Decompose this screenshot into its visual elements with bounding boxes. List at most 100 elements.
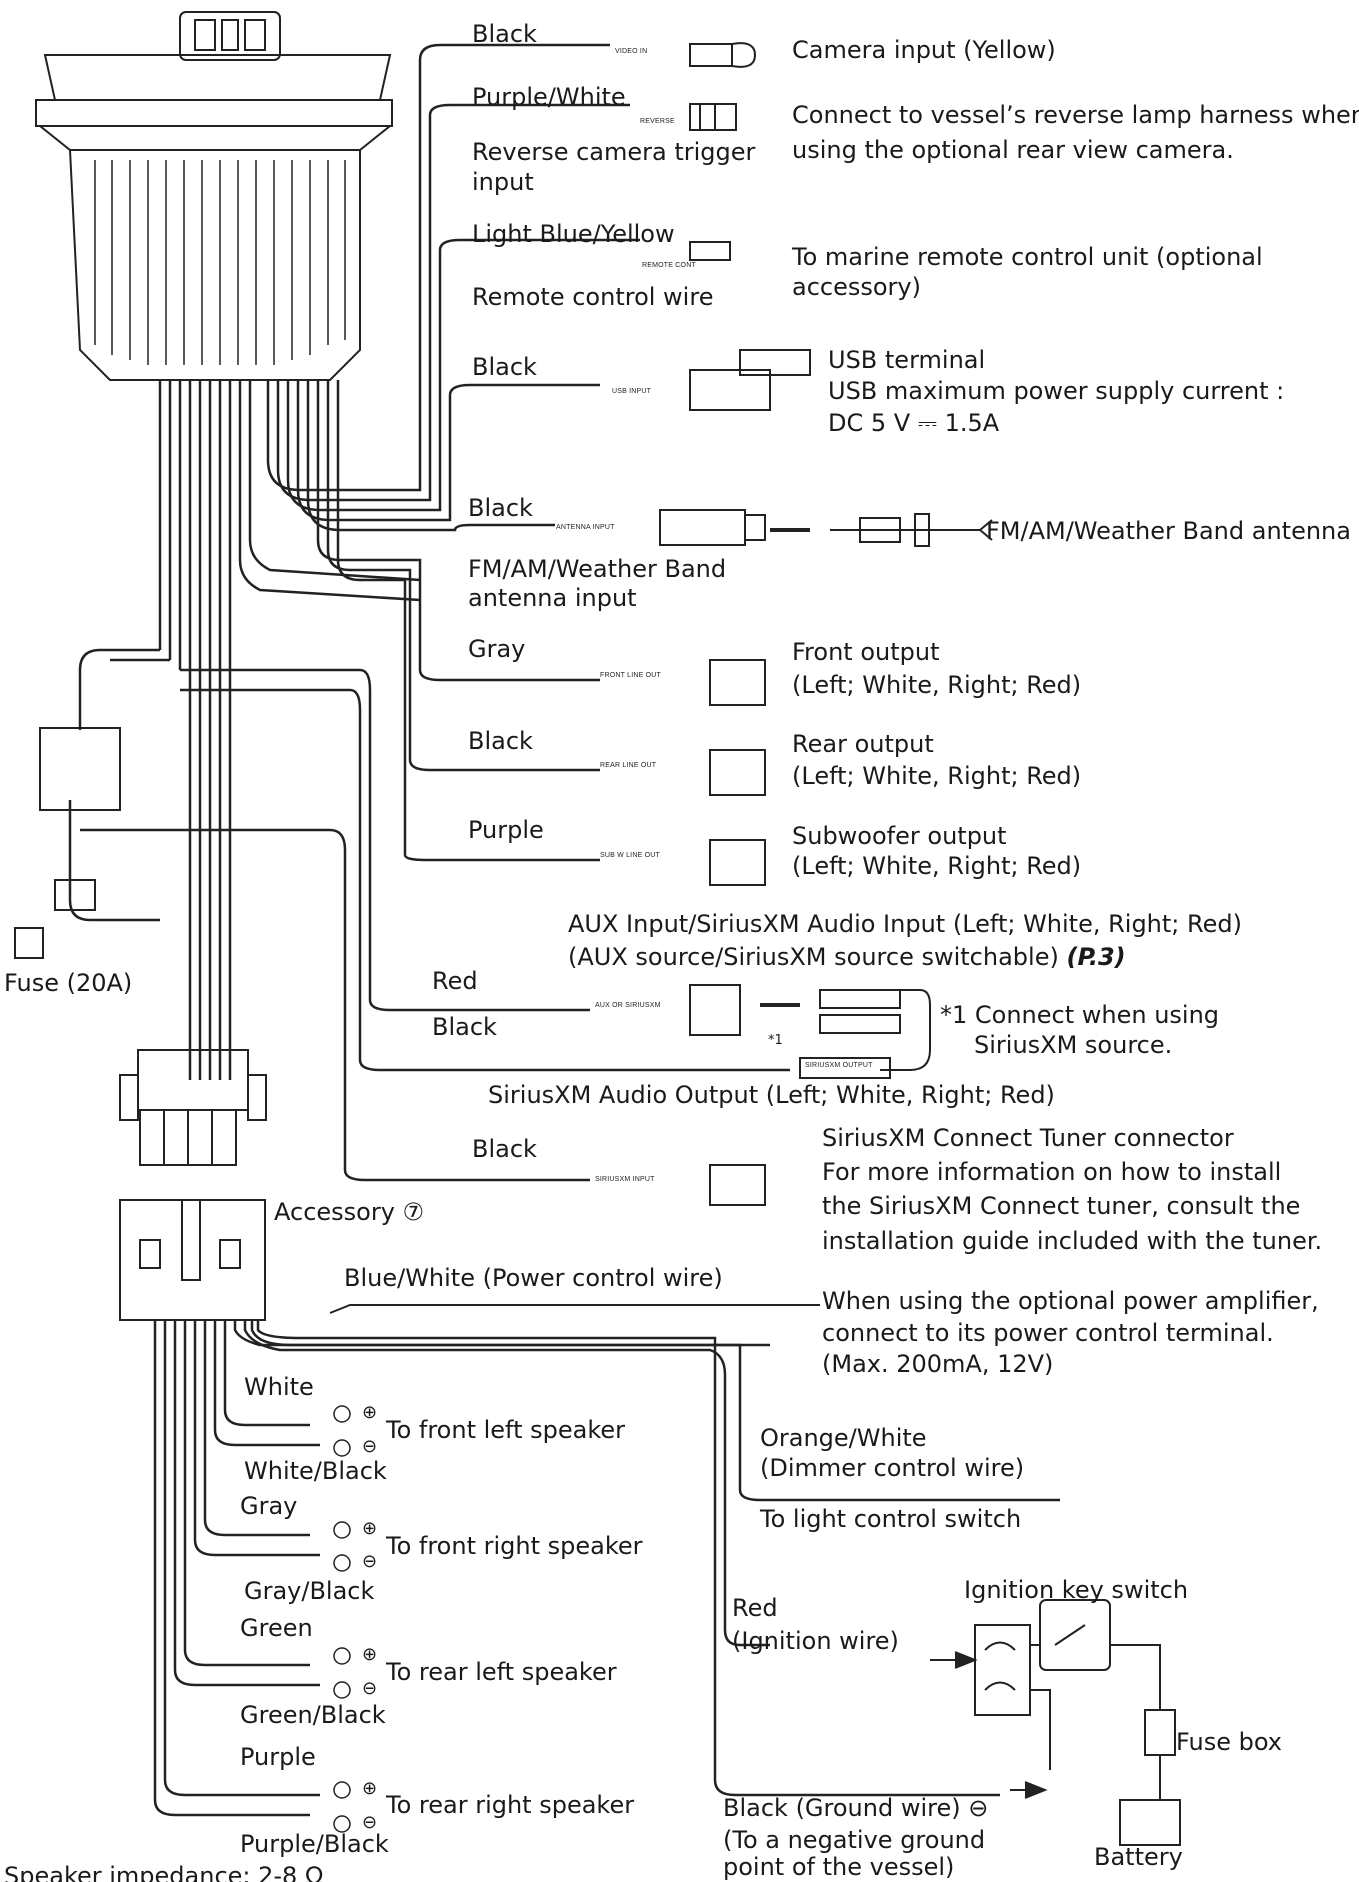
tag-remote-cont: REMOTE CONT	[642, 262, 696, 269]
label-fuse-20a: Fuse (20A)	[4, 969, 133, 997]
desc-usb-2: USB maximum power supply current :	[828, 377, 1285, 405]
desc-sxm-audio-out: SiriusXM Audio Output (Left; White, Righ…	[488, 1081, 1055, 1109]
label-accessory: Accessory ⑦	[274, 1198, 425, 1226]
desc-usb-1: USB terminal	[828, 346, 986, 374]
minus-icon: ⊖	[968, 1794, 989, 1822]
desc-amp-2: connect to its power control terminal.	[822, 1319, 1274, 1347]
desc-rear-2: (Left; White, Right; Red)	[792, 762, 1082, 790]
label-dimmer: (Dimmer control wire)	[760, 1454, 1025, 1482]
tag-antenna-input: ANTENNA INPUT	[556, 524, 615, 531]
minus-icon: ⊖	[362, 1678, 378, 1699]
side-module	[39, 727, 121, 811]
tag-usb-input: USB INPUT	[612, 388, 652, 395]
desc-tuner-2: For more information on how to install	[822, 1158, 1282, 1186]
plus-icon: ⊕	[362, 1402, 378, 1423]
desc-tuner-3: the SiriusXM Connect tuner, consult the	[822, 1192, 1301, 1220]
wire-bundle	[68, 43, 790, 1182]
desc-usb-3: DC 5 V ⎓ 1.5A	[828, 409, 1000, 437]
label-light-blue-yellow: Light Blue/Yellow	[472, 220, 675, 248]
sxm-note-1: *1 Connect when using	[940, 1001, 1220, 1029]
fuse-holder	[14, 927, 44, 959]
desc-rear-1: Rear output	[792, 730, 934, 758]
label-white-black: White/Black	[244, 1457, 387, 1485]
antenna-plug	[830, 513, 993, 547]
head-unit	[35, 11, 393, 381]
desc-amp-1: When using the optional power amplifier,	[822, 1287, 1319, 1315]
desc-aux-2: (AUX source/SiriusXM source switchable) …	[568, 943, 1126, 972]
note-star: *1	[768, 1033, 783, 1048]
label-light-switch: To light control switch	[760, 1505, 1022, 1533]
desc-sub-2: (Left; White, Right; Red)	[792, 852, 1082, 880]
speaker-front-right: To front right speaker	[386, 1532, 643, 1560]
main-connector	[119, 1049, 267, 1166]
desc-camera: Camera input (Yellow)	[792, 36, 1056, 64]
label-gray: Gray	[468, 635, 526, 663]
label-remote-wire: Remote control wire	[472, 283, 714, 311]
plus-icon: ⊕	[362, 1644, 378, 1665]
minus-icon: ⊖	[362, 1436, 378, 1457]
label-ground-1: Black (Ground wire) ⊖	[723, 1794, 988, 1823]
minus-icon: ⊖	[362, 1812, 378, 1833]
tag-rear-line-out: REAR LINE OUT	[600, 762, 657, 769]
connectors	[659, 42, 811, 1206]
label-speaker-impedance: Speaker impedance: 2-8 Ω	[4, 1862, 324, 1882]
label-battery: Battery	[1094, 1843, 1183, 1871]
tag-video-in: VIDEO IN	[615, 48, 648, 55]
desc-tuner-4: installation guide included with the tun…	[822, 1227, 1323, 1255]
tag-aux-or-siriusxm: AUX OR SIRIUSXM	[595, 1002, 661, 1009]
label-reverse-trigger-2: input	[472, 168, 534, 196]
speaker-rear-left: To rear left speaker	[386, 1658, 617, 1686]
label-gray-spk: Gray	[240, 1492, 298, 1520]
label-antenna-input-2: antenna input	[468, 584, 637, 612]
label-green: Green	[240, 1614, 313, 1642]
speaker-front-left: To front left speaker	[386, 1416, 626, 1444]
desc-amp-3: (Max. 200mA, 12V)	[822, 1350, 1054, 1378]
label-black-video: Black	[472, 20, 537, 48]
desc-front-1: Front output	[792, 638, 940, 666]
power-circuit	[930, 1599, 1181, 1846]
label-black-usb: Black	[472, 353, 537, 381]
desc-sub-1: Subwoofer output	[792, 822, 1007, 850]
label-purple-spk: Purple	[240, 1743, 316, 1771]
plus-icon: ⊕	[362, 1518, 378, 1539]
desc-aux-2-text: (AUX source/SiriusXM source switchable)	[568, 943, 1059, 971]
desc-tuner-1: SiriusXM Connect Tuner connector	[822, 1124, 1234, 1152]
label-blue-white: Blue/White (Power control wire)	[344, 1264, 723, 1292]
plus-icon: ⊕	[362, 1778, 378, 1799]
desc-remote-1: To marine remote control unit (optional	[792, 243, 1263, 271]
speaker-rear-right: To rear right speaker	[386, 1791, 635, 1819]
page-ref: (P.3)	[1066, 943, 1126, 971]
label-ignition-wire: (Ignition wire)	[732, 1627, 899, 1655]
label-ground-2: (To a negative ground	[723, 1826, 986, 1854]
label-black-antenna: Black	[468, 494, 533, 522]
label-white: White	[244, 1373, 314, 1401]
tag-reverse: REVERSE	[640, 118, 675, 125]
label-ground-1-text: Black (Ground wire)	[723, 1794, 961, 1822]
tag-siriusxm-input: SIRIUSXM INPUT	[595, 1176, 655, 1183]
desc-reverse-1: Connect to vessel’s reverse lamp harness…	[792, 101, 1359, 129]
label-purple: Purple	[468, 816, 544, 844]
desc-remote-2: accessory)	[792, 273, 921, 301]
speaker-terminals	[333, 1405, 351, 1833]
desc-front-2: (Left; White, Right; Red)	[792, 671, 1082, 699]
sxm-note-2: SiriusXM source.	[974, 1031, 1173, 1059]
desc-reverse-2: using the optional rear view camera.	[792, 136, 1234, 164]
label-red-ignition: Red	[732, 1594, 778, 1622]
label-purple-black: Purple/Black	[240, 1830, 389, 1858]
label-purple-white: Purple/White	[472, 83, 626, 111]
desc-aux-1: AUX Input/SiriusXM Audio Input (Left; Wh…	[568, 910, 1242, 938]
label-fuse-box: Fuse box	[1176, 1728, 1282, 1756]
accessory-connector	[119, 1199, 266, 1321]
label-ground-3: point of the vessel)	[723, 1853, 955, 1881]
label-antenna-input-1: FM/AM/Weather Band	[468, 555, 727, 583]
minus-icon: ⊖	[362, 1551, 378, 1572]
tag-sub-w-line-out: SUB W LINE OUT	[600, 852, 660, 859]
label-ignition-key: Ignition key switch	[964, 1576, 1189, 1604]
label-black-aux: Black	[432, 1013, 497, 1041]
label-orange-white: Orange/White	[760, 1424, 927, 1452]
label-reverse-trigger-1: Reverse camera trigger	[472, 138, 756, 166]
desc-antenna: FM/AM/Weather Band antenna	[986, 517, 1351, 545]
tag-siriusxm-output: SIRIUSXM OUTPUT	[805, 1062, 873, 1069]
speaker-wires	[153, 1320, 1060, 1817]
